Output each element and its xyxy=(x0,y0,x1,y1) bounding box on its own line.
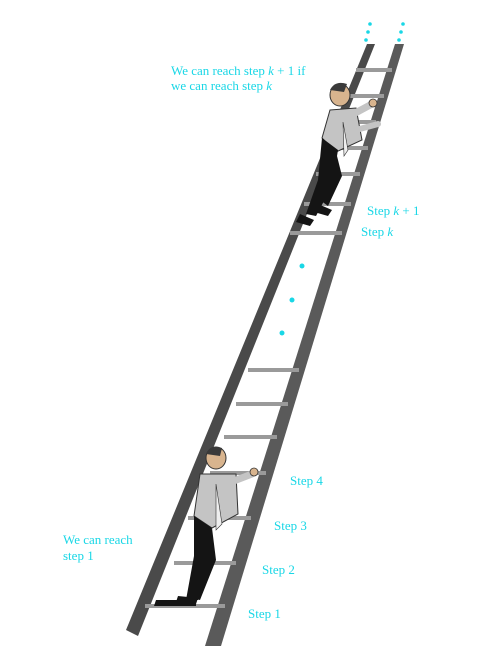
ladder-left-rail xyxy=(126,44,375,636)
label-step-3-text: Step 3 xyxy=(274,518,307,533)
label-top-line2-text: we can reach step k xyxy=(171,78,273,93)
label-reach-line2-text: step 1 xyxy=(63,548,94,563)
climber-lower-icon xyxy=(154,446,259,606)
label-step-1: Step 1 xyxy=(248,606,281,621)
label-top-line1-text: We can reach step k + 1 if xyxy=(171,63,306,78)
label-reach-line1-text: We can reach xyxy=(63,532,133,547)
label-reach-line2: step 1 xyxy=(63,548,94,563)
label-step-1-text: Step 1 xyxy=(248,606,281,621)
label-step-k1: Step k + 1 xyxy=(367,203,420,218)
label-step-4-text: Step 4 xyxy=(290,473,323,488)
ladder-right-rail xyxy=(205,44,404,646)
label-step-4: Step 4 xyxy=(290,473,323,488)
label-step-3: Step 3 xyxy=(274,518,307,533)
ellipsis-dots-icon xyxy=(279,263,305,336)
label-step-k-text: Step k xyxy=(361,224,394,239)
label-step-2: Step 2 xyxy=(262,562,295,577)
ladder-icon xyxy=(126,44,404,646)
label-top-line2: we can reach step k xyxy=(171,78,272,93)
label-step-k1-text: Step k + 1 xyxy=(367,203,420,218)
continuation-dots-top xyxy=(364,22,405,42)
label-step-k: Step k xyxy=(361,224,393,239)
label-step-2-text: Step 2 xyxy=(262,562,295,577)
label-reach-line1: We can reach xyxy=(63,532,133,547)
label-top-line1: We can reach step k + 1 if xyxy=(171,63,305,78)
climber-upper-icon xyxy=(296,82,381,226)
